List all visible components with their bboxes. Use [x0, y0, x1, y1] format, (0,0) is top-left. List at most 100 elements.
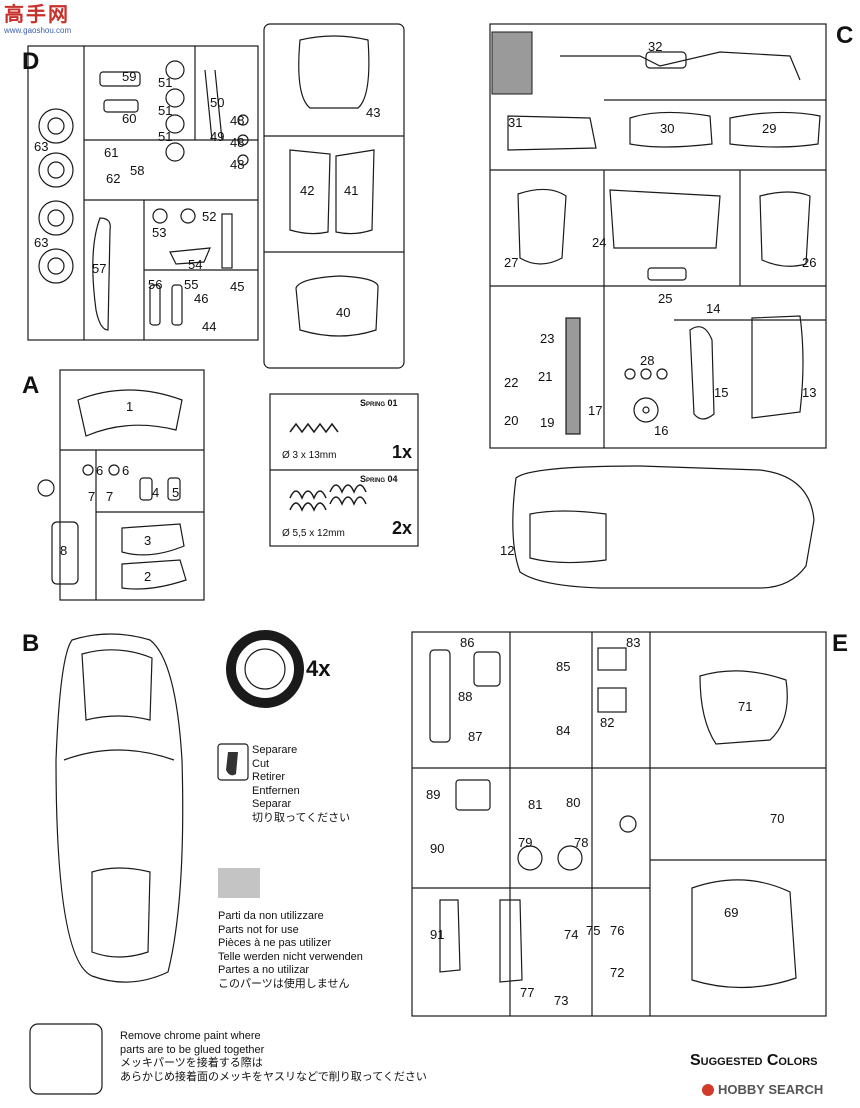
sprue-windows-frame	[263, 23, 405, 369]
part-number: 17	[588, 403, 603, 418]
chrome-note-line: parts are to be glued together	[120, 1043, 265, 1056]
part-number: 24	[592, 235, 607, 250]
part-number: 60	[122, 111, 137, 126]
watermark-logo-title: 高手网	[4, 4, 70, 26]
part-number: 45	[230, 279, 245, 294]
cut-legend-line: Entfernen	[252, 784, 300, 797]
part-number: 49	[210, 129, 225, 144]
spring-spec: Ø 5,5 x 12mm	[282, 528, 345, 539]
cut-legend-line: Separar	[252, 798, 292, 810]
part-number: 2	[144, 569, 152, 584]
part-number: 52	[202, 209, 217, 224]
part-number: 43	[366, 105, 381, 120]
tire-qty: 4x	[306, 656, 331, 681]
part-number: 13	[802, 385, 817, 400]
spring-title: Spring 01	[360, 398, 398, 408]
part-number: 85	[556, 659, 571, 674]
suggested-colors-heading: Suggested Colors	[690, 1052, 818, 1069]
chrome-note-line: あらかじめ接着面のメッキをヤスリなどで削り取ってください	[120, 1070, 427, 1083]
cut-icon	[217, 743, 249, 781]
part-number: 14	[706, 301, 721, 316]
part-number: 7	[88, 489, 96, 504]
section-label-c: C	[836, 22, 854, 49]
part-number: 40	[336, 305, 351, 320]
not-used-legend-line: このパーツは使用しません	[218, 977, 350, 990]
cut-legend-line: Cut	[252, 757, 270, 770]
chrome-note-line: メッキパーツを接着する際は	[120, 1057, 263, 1069]
part-number: 91	[430, 927, 445, 942]
part-number: 83	[626, 635, 641, 650]
part-number: 41	[344, 183, 359, 198]
part-number: 48	[230, 113, 245, 128]
part-number: 1	[126, 399, 134, 414]
cut-legend: Separare Cut Retirer Entfernen Separar 切…	[252, 744, 350, 825]
part-number: 42	[300, 183, 315, 198]
part-number: 26	[802, 255, 817, 270]
cut-legend-line: 切り取ってください	[252, 811, 351, 824]
not-used-legend-line: Parti da non utilizzare	[218, 910, 324, 922]
wheel-parts-63	[38, 108, 74, 284]
part-number: 27	[504, 255, 519, 270]
not-used-legend-line: Telle werden nicht verwenden	[218, 950, 363, 963]
part-number: 84	[556, 723, 571, 738]
part-number: 58	[130, 163, 145, 178]
chrome-note: Remove chrome paint where parts are to b…	[120, 1030, 427, 1084]
part-number: 7	[106, 489, 114, 504]
part-number: 29	[762, 121, 777, 136]
part-number: 75	[586, 923, 601, 938]
sprue-c-frame	[489, 23, 827, 449]
part-number: 78	[574, 835, 589, 850]
part-number: 74	[564, 927, 579, 942]
part-number: 63	[34, 235, 49, 250]
part-number: 59	[122, 69, 137, 84]
part-number: 50	[210, 95, 225, 110]
part-number: 73	[554, 993, 569, 1008]
tire-ring	[226, 630, 304, 708]
chassis-12	[512, 465, 815, 589]
part-number: 88	[458, 689, 473, 704]
part-number: 46	[194, 291, 209, 306]
part-number: 87	[468, 729, 483, 744]
chrome-icon	[29, 1023, 103, 1095]
part-number: 71	[738, 699, 753, 714]
part-number: 15	[714, 385, 729, 400]
part-number: 56	[148, 277, 163, 292]
part-number: 3	[144, 533, 152, 548]
part-number: 57	[92, 261, 107, 276]
not-used-legend: Parti da non utilizzare Parts not for us…	[218, 910, 363, 991]
part-number: 48	[230, 157, 245, 172]
not-used-legend-line: Parts not for use	[218, 923, 299, 936]
body-b	[55, 633, 184, 983]
part-number: 20	[504, 413, 519, 428]
not-used-legend-line: Pièces à ne pas utilizer	[218, 937, 332, 949]
part-number: 81	[528, 797, 543, 812]
part-number: 51	[158, 103, 173, 118]
part-number: 90	[430, 841, 445, 856]
part-number: 31	[508, 115, 523, 130]
part-number: 4	[152, 485, 160, 500]
part-number: 51	[158, 75, 173, 90]
hobby-search-watermark: HOBBY SEARCH	[702, 1082, 823, 1097]
spring-title: Spring 04	[360, 474, 398, 484]
cut-legend-line: Separare	[252, 744, 298, 756]
part-number: 19	[540, 415, 555, 430]
part-number: 54	[188, 257, 203, 272]
part-number: 53	[152, 225, 167, 240]
part-number: 12	[500, 543, 515, 558]
part-number: 16	[654, 423, 669, 438]
part-number: 80	[566, 795, 581, 810]
spring-qty: 1x	[392, 442, 413, 462]
part-number: 77	[520, 985, 535, 1000]
part-number: 21	[538, 369, 553, 384]
section-label-a: A	[22, 372, 40, 399]
part-a1	[77, 389, 183, 437]
part-number: 44	[202, 319, 217, 334]
part-number: 51	[158, 129, 173, 144]
part-number: 8	[60, 543, 68, 558]
part-number: 82	[600, 715, 615, 730]
section-label-d: D	[22, 48, 40, 75]
hobby-search-icon	[702, 1083, 714, 1096]
sprue-e-frame	[411, 631, 827, 1017]
part-number: 6	[96, 463, 104, 478]
